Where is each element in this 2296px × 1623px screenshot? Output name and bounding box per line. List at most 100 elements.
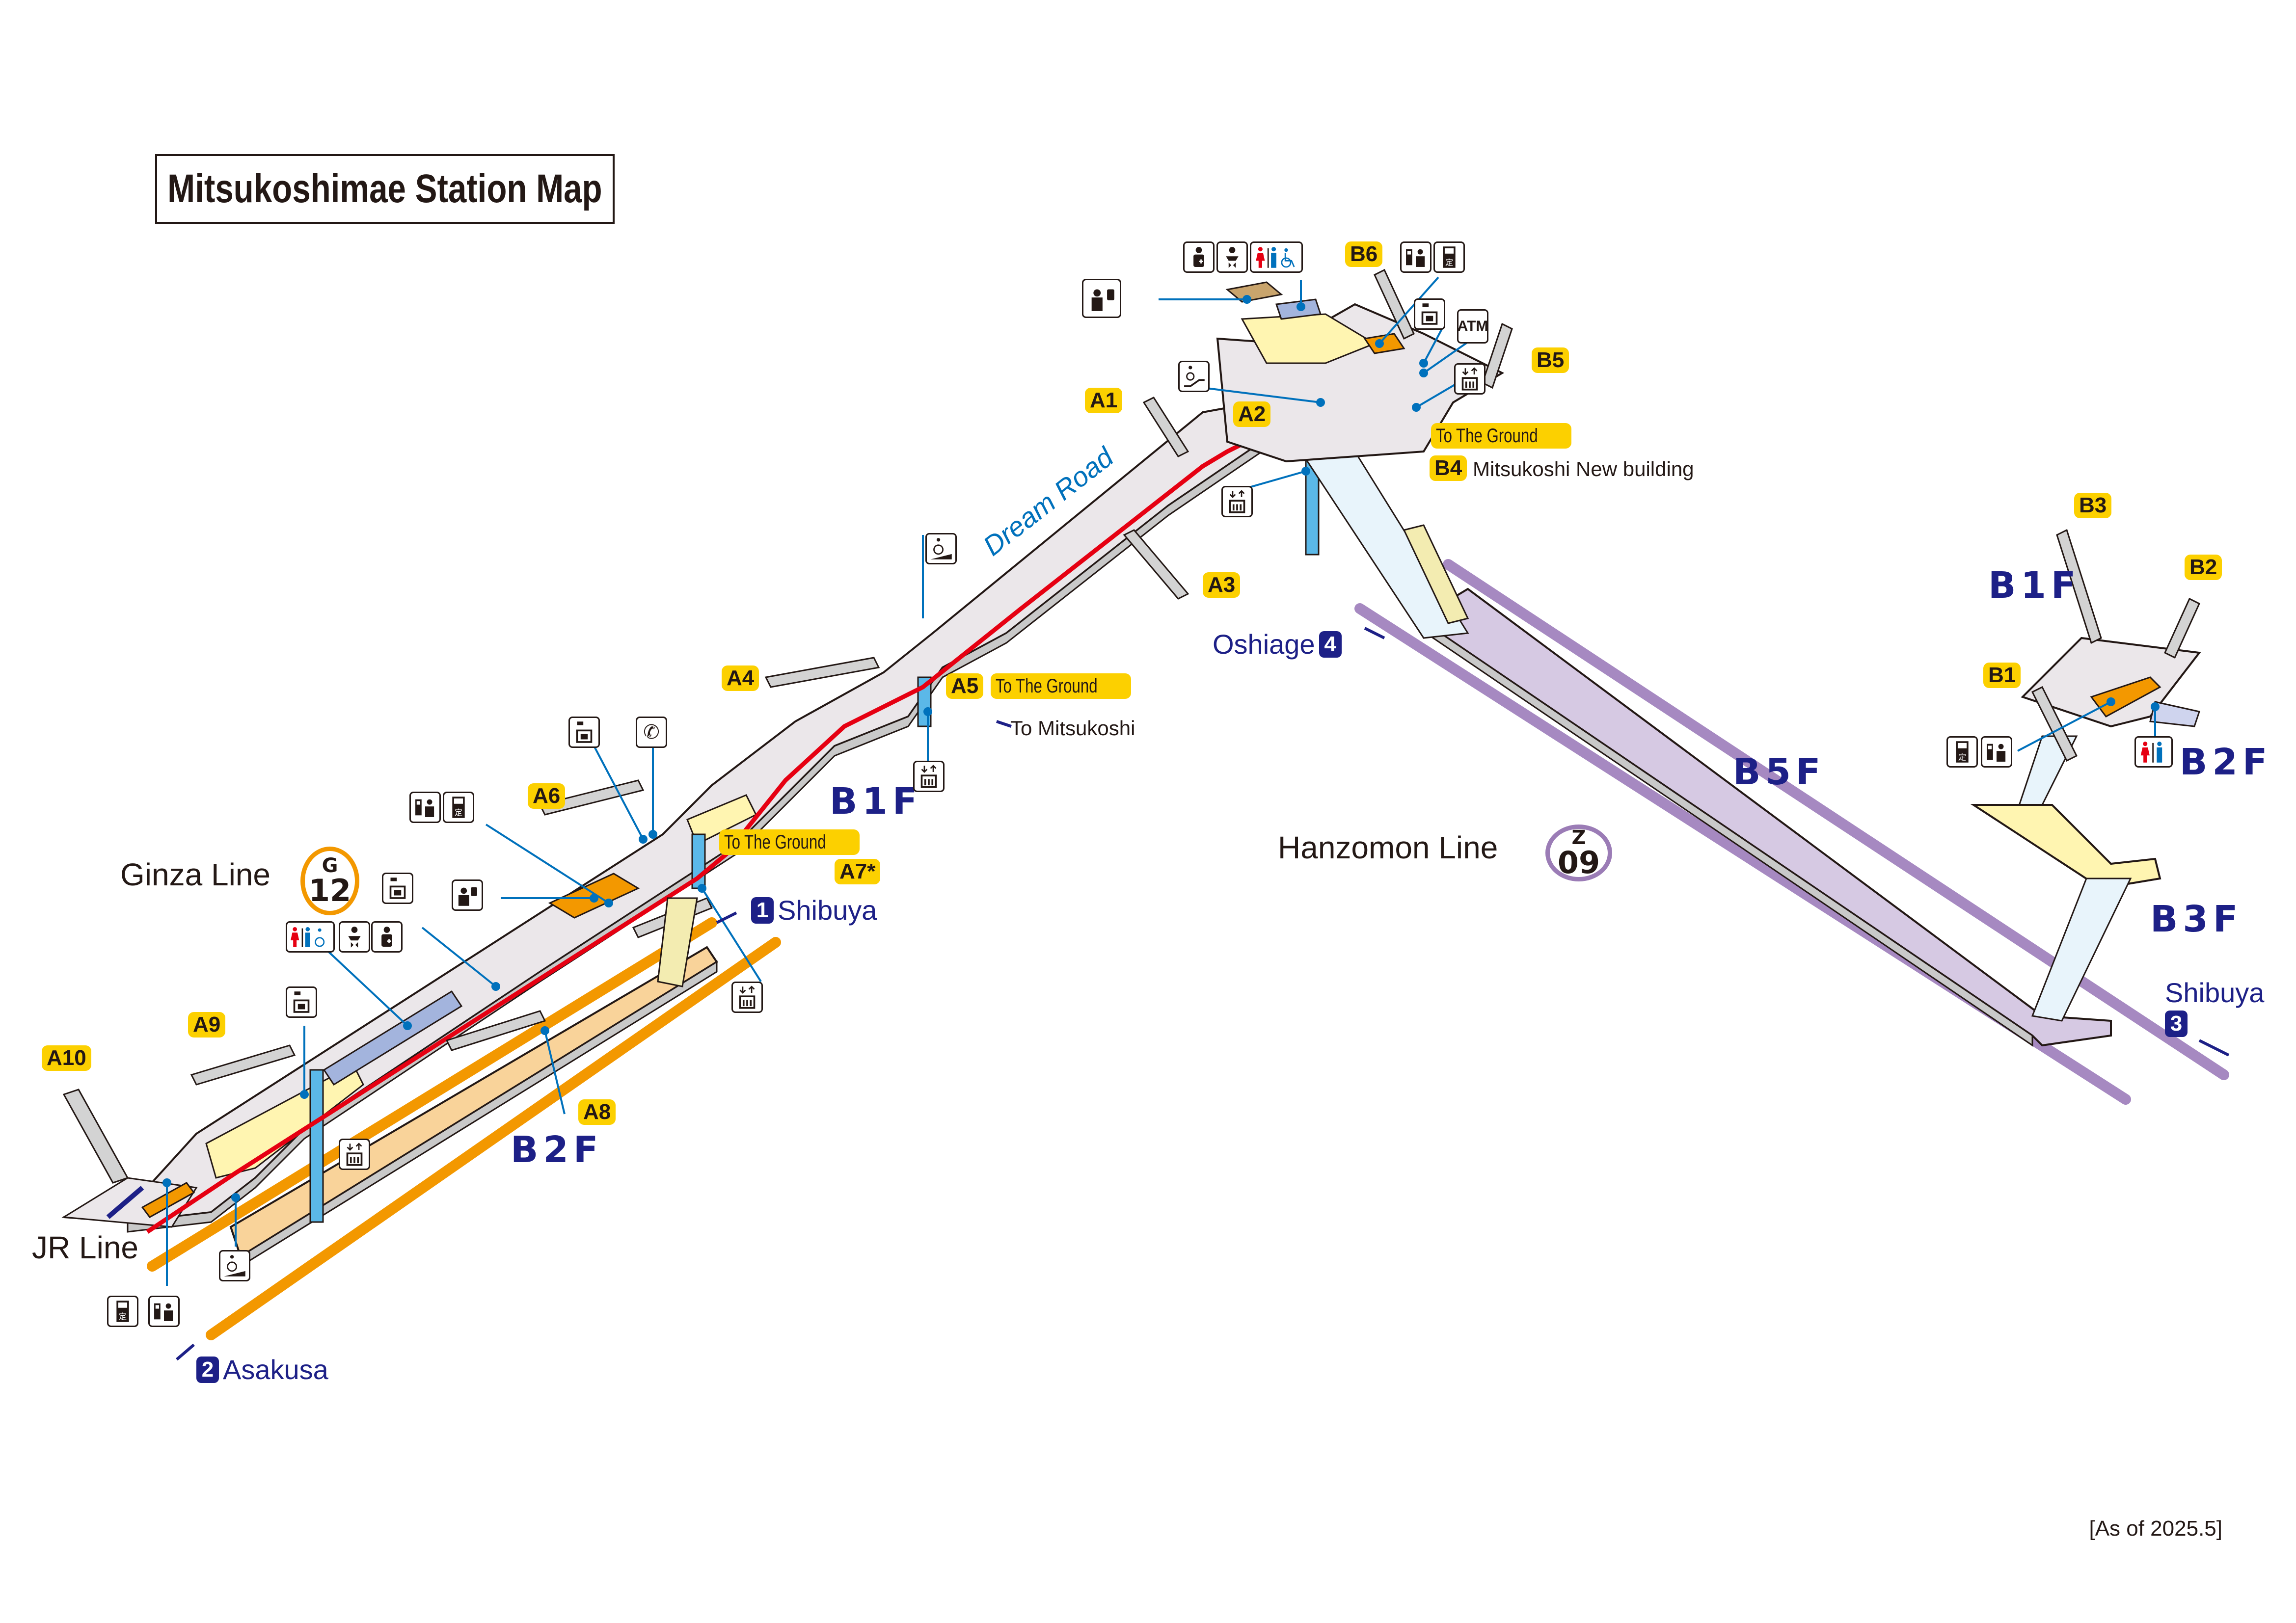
direction-shibuya-3: Shibuya 3 — [2165, 977, 2264, 1037]
public-phone-icon[interactable]: ✆ — [636, 717, 667, 748]
coin-locker-icon-a6[interactable] — [568, 717, 600, 748]
coin-locker-icon-a9[interactable] — [286, 986, 317, 1018]
baby-changing-icon-ginza[interactable] — [339, 921, 370, 953]
exit-a7-label[interactable]: A7* — [835, 859, 881, 884]
restroom-icon-ginza[interactable] — [286, 921, 335, 953]
east-restroom — [2149, 701, 2200, 727]
wheelchair-ramp-icon-a4[interactable] — [925, 533, 957, 564]
exit-a2-label[interactable]: A2 — [1233, 401, 1271, 427]
east-b3f-landing — [1970, 804, 2161, 890]
floor-label-ginza-b2f: B2F — [511, 1129, 603, 1171]
line-number-2: 2 — [196, 1356, 219, 1383]
exit-b6-label[interactable]: B6 — [1345, 241, 1383, 267]
ticket-vending-staff-icon-a6[interactable] — [409, 792, 441, 823]
floor-label-east-b1f: B1F — [1988, 564, 2081, 607]
hanzomon-line-badge: Z 09 — [1545, 825, 1612, 881]
as-of-date: [As of 2025.5] — [2089, 1517, 2222, 1541]
restroom-icon[interactable] — [1250, 241, 1303, 273]
elevator-icon-west[interactable] — [339, 1139, 370, 1170]
east-escalator-lower — [2031, 878, 2132, 1022]
first-aid-icon[interactable] — [1183, 241, 1215, 273]
restroom-icon-east[interactable] — [2134, 736, 2173, 768]
hub-station-office — [1225, 281, 1283, 303]
exit-b5-label[interactable]: B5 — [1532, 347, 1569, 373]
exit-b4-label[interactable]: B4 — [1430, 455, 1467, 481]
elevator-icon-a5[interactable] — [913, 761, 945, 792]
ginza-line-number: 12 — [308, 873, 351, 908]
exit-a1-label[interactable]: A1 — [1085, 388, 1123, 413]
exit-b1-label[interactable]: B1 — [1983, 663, 2021, 688]
exit-b3-label[interactable]: B3 — [2074, 493, 2112, 518]
direction-label: Asakusa — [223, 1354, 328, 1385]
commuter-pass-icon-a6[interactable]: 定 — [443, 792, 474, 823]
mitsukoshi-new-building-label: Mitsukoshi New building — [1473, 457, 1694, 480]
commuter-pass-icon-east[interactable]: 定 — [1946, 736, 1978, 768]
ginza-line-letter: G — [322, 854, 338, 877]
elevator-icon-a7[interactable] — [731, 982, 763, 1013]
atm-icon[interactable]: ATM — [1457, 309, 1488, 344]
direction-shibuya-1: 1 Shibuya — [751, 894, 877, 926]
svg-text:定: 定 — [119, 1312, 127, 1321]
stairs-ginza-b2f — [657, 897, 698, 987]
stairs-a10 — [62, 1089, 129, 1184]
commuter-pass-icon[interactable]: 定 — [1433, 241, 1465, 273]
map-title: Mitsukoshimae Station Map — [167, 166, 602, 211]
floor-label-hanzomon-b5f: B5F — [1733, 751, 1826, 793]
exit-a10-label[interactable]: A10 — [42, 1045, 91, 1071]
exit-a4-label[interactable]: A4 — [722, 665, 759, 691]
stairs-b1 — [2031, 686, 2078, 762]
ginza-line-badge: G 12 — [300, 847, 359, 915]
direction-label: Shibuya — [778, 895, 877, 926]
stairs-a1 — [1142, 397, 1189, 457]
restroom-block-west — [323, 990, 463, 1086]
exit-a9-label[interactable]: A9 — [188, 1012, 226, 1038]
floor-label-east-b3f: B3F — [2150, 898, 2243, 940]
line-number-1: 1 — [751, 897, 774, 924]
svg-text:定: 定 — [1958, 752, 1966, 762]
elevator-icon-b5[interactable] — [1454, 363, 1486, 395]
stairs-b2 — [2164, 597, 2200, 659]
exit-a5-label[interactable]: A5 — [946, 673, 984, 699]
hanzomon-line-letter: Z — [1571, 826, 1586, 849]
ticket-vending-staff-icon-jr[interactable] — [148, 1296, 180, 1327]
exit-a8-label[interactable]: A8 — [578, 1099, 616, 1125]
commuter-pass-icon-jr[interactable]: 定 — [107, 1296, 138, 1327]
ticket-vending-staff-icon[interactable] — [1400, 241, 1432, 273]
station-staff-icon[interactable] — [1082, 279, 1121, 318]
elevator-icon-a2[interactable] — [1221, 486, 1253, 517]
hanzomon-line-label: Hanzomon Line — [1278, 830, 1498, 865]
to-ground-text: To The Ground — [996, 675, 1098, 697]
svg-text:定: 定 — [1445, 258, 1453, 267]
direction-oshiage-4: Oshiage 4 — [1213, 628, 1342, 660]
stairs-b5 — [1482, 322, 1513, 389]
staircases — [62, 268, 2200, 1184]
hub-ticket-office — [1363, 333, 1405, 354]
baby-changing-icon[interactable] — [1216, 241, 1248, 273]
ticket-vending-staff-icon-east[interactable] — [1981, 736, 2012, 768]
to-ground-tag-a5: To The Ground — [991, 673, 1132, 699]
first-aid-icon-ginza[interactable] — [371, 921, 403, 953]
station-staff-icon-ginza[interactable] — [452, 879, 483, 911]
direction-label: Shibuya — [2165, 977, 2265, 1008]
ginza-b1f-concourse — [63, 362, 1327, 1224]
ginza-line-label: Ginza Line — [120, 857, 270, 892]
to-ground-tag-b5: To The Ground — [1431, 423, 1572, 449]
line-number-3: 3 — [2165, 1011, 2188, 1037]
exit-a6-label[interactable]: A6 — [528, 783, 566, 809]
to-ground-tag-a7: To The Ground — [719, 829, 860, 855]
exit-a3-label[interactable]: A3 — [1203, 572, 1241, 598]
stairs-a4 — [764, 657, 880, 688]
direction-asakusa-2: 2 Asakusa — [196, 1354, 328, 1385]
floor-label-east-b2f: B2F — [2180, 741, 2272, 783]
stairs-b4 — [1403, 524, 1469, 624]
stairs-b6 — [1374, 268, 1415, 340]
to-ground-text: To The Ground — [724, 831, 826, 853]
wheelchair-ramp-icon-west[interactable] — [219, 1250, 250, 1281]
coin-locker-icon-ginza[interactable] — [382, 873, 413, 904]
jr-connector — [61, 1177, 198, 1228]
line-number-4: 4 — [1319, 631, 1342, 658]
coin-locker-icon[interactable] — [1414, 298, 1445, 330]
wheelchair-escalator-icon[interactable] — [1178, 361, 1210, 392]
direction-label: Oshiage — [1213, 629, 1315, 660]
exit-b2-label[interactable]: B2 — [2185, 555, 2222, 580]
